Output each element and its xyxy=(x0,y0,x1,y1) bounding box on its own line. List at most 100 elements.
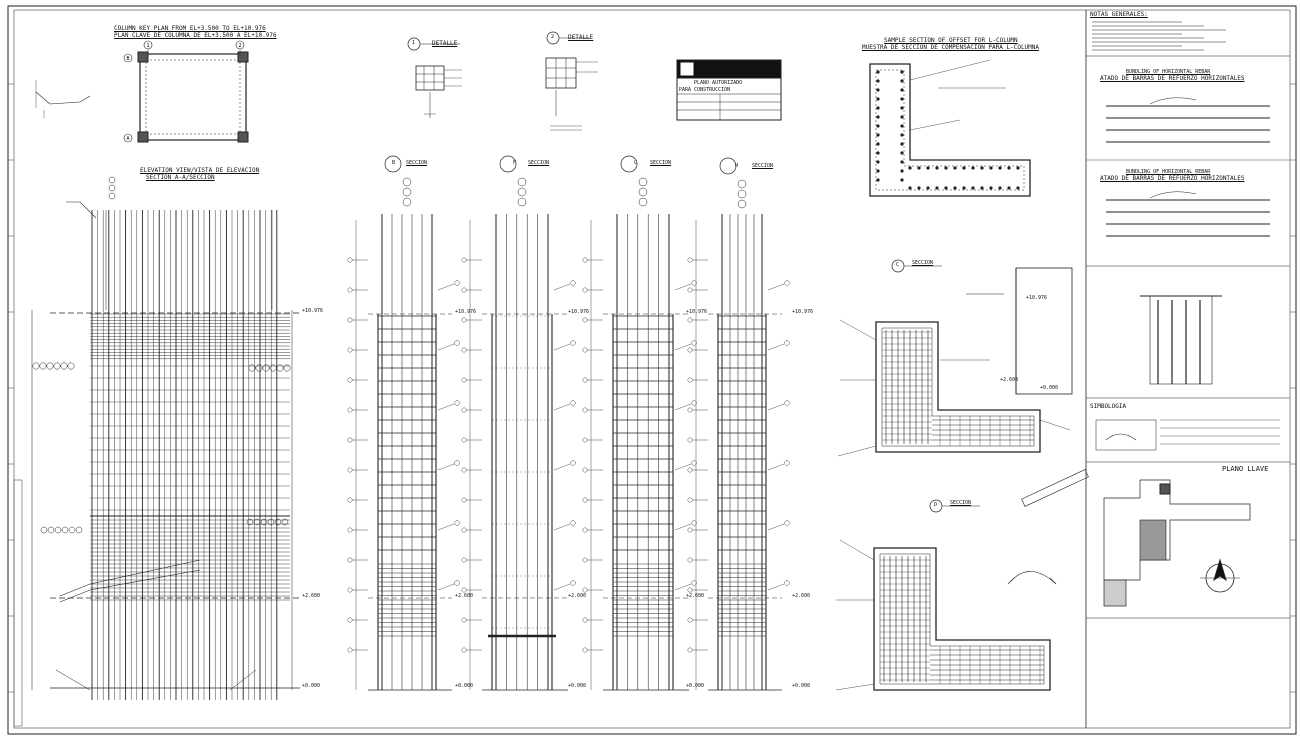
drawing-circle xyxy=(784,460,790,466)
border-ticks xyxy=(8,83,1296,693)
drawing-circle xyxy=(454,280,460,286)
drawing-circle xyxy=(570,460,576,466)
drawing-circle xyxy=(687,257,693,263)
drawing-circle xyxy=(1016,166,1020,170)
section-elev-top: +10.976 xyxy=(568,309,590,315)
drawing-circle xyxy=(900,151,904,155)
drawing-circle xyxy=(900,79,904,83)
grid-mark-2: 2 xyxy=(238,43,241,49)
drawing-circle xyxy=(570,520,576,526)
drawing-circle xyxy=(570,580,576,586)
drawing-circle xyxy=(582,527,588,533)
offset-title-es: MUESTRA DE SECCION DE COMPENSACION PARA … xyxy=(862,44,1040,51)
drawing-circle xyxy=(900,106,904,110)
drawing-circle xyxy=(962,166,966,170)
stamp-line-1: PLANO AUTORIZADO xyxy=(694,80,743,86)
drawing-circle xyxy=(582,257,588,263)
elevation-tag-top: +10.976 xyxy=(302,308,324,314)
drawing-circle xyxy=(32,362,40,370)
drawing-circle xyxy=(267,518,275,526)
notas-title: NOTAS GENERALES: xyxy=(1090,11,1148,18)
stamp-line-2: PARA CONSTRUCCION xyxy=(679,87,731,93)
key-plan-title-en: COLUMN KEY PLAN FROM EL+3.500 TO EL+10.9… xyxy=(114,25,266,32)
drawing-circle xyxy=(908,166,912,170)
drawing-circle xyxy=(900,124,904,128)
drawing-line xyxy=(767,283,785,291)
drawing-circle xyxy=(1007,186,1011,190)
drawing-circle xyxy=(402,197,412,207)
drawing-line xyxy=(767,343,785,351)
drawing-circle xyxy=(687,557,693,563)
drawing-circle xyxy=(461,617,467,623)
drawing-circle xyxy=(582,287,588,293)
section-columns xyxy=(347,155,790,691)
section-elev-base: +0.000 xyxy=(792,683,811,689)
drawing-line xyxy=(437,403,455,411)
drawing-circle xyxy=(638,197,648,207)
detail-2-number: 2 xyxy=(551,34,555,40)
drawing-circle xyxy=(402,177,412,187)
elevation-view xyxy=(31,201,300,700)
drawing-circle xyxy=(620,155,638,173)
drawing-circle xyxy=(737,199,747,209)
drawing-circle xyxy=(998,166,1002,170)
drawing-circle xyxy=(687,347,693,353)
drawing-circle xyxy=(691,580,697,586)
section-tag-letter: C xyxy=(896,262,900,268)
section-elev-mid: +2.600 xyxy=(455,593,474,599)
drawing-circle xyxy=(347,437,353,443)
drawing-circle xyxy=(517,187,527,197)
section-tag-label: SECCION xyxy=(950,500,972,506)
drawing-circle xyxy=(461,407,467,413)
drawing-circle xyxy=(461,497,467,503)
drawing-circle xyxy=(461,467,467,473)
drawing-circle xyxy=(347,497,353,503)
drawing-circle xyxy=(347,557,353,563)
drawing-circle xyxy=(900,169,904,173)
drawing-circle xyxy=(953,166,957,170)
section-elev-base: +0.000 xyxy=(686,683,705,689)
drawing-circle xyxy=(347,467,353,473)
drawing-circle xyxy=(108,192,116,200)
drawing-circle xyxy=(900,88,904,92)
bundling-1-title-en: BUNDLING OF HORIZONTAL REBAR xyxy=(1126,69,1211,75)
section-elev-top: +10.976 xyxy=(1026,295,1048,301)
section-tag-letter: B xyxy=(392,160,396,166)
drawing-circle xyxy=(953,186,957,190)
drawing-circle xyxy=(784,280,790,286)
drawing-circle xyxy=(75,526,83,534)
drawing-circle xyxy=(54,526,62,534)
drawing-circle xyxy=(61,526,69,534)
drawing-circle xyxy=(687,317,693,323)
drawing-circle xyxy=(980,166,984,170)
drawing-circle xyxy=(687,527,693,533)
drawing-circle xyxy=(246,518,254,526)
drawing-circle xyxy=(276,364,284,372)
drawing-circle xyxy=(248,364,256,372)
drawing-circle xyxy=(570,400,576,406)
elevation-title-en: ELEVATION VIEW/VISTA DE ELEVACION xyxy=(140,167,260,174)
drawing-circle xyxy=(900,70,904,74)
drawing-circle xyxy=(691,460,697,466)
drawing-circle xyxy=(876,79,880,83)
section-tag-letter: H xyxy=(735,163,739,169)
drawing-circle xyxy=(461,527,467,533)
drawing-circle xyxy=(517,177,527,187)
drawing-circle xyxy=(582,497,588,503)
plano-llave-title: PLANO LLAVE xyxy=(1222,465,1269,473)
drawing-circle xyxy=(926,166,930,170)
bundling-2-title-en: BUNDLING OF HORIZONTAL REBAR xyxy=(1126,169,1211,175)
drawing-circle xyxy=(900,178,904,182)
grid-mark-1: 1 xyxy=(146,43,149,49)
section-tag-label: SECCION xyxy=(912,260,934,266)
drawing-circle xyxy=(570,340,576,346)
drawing-circle xyxy=(691,340,697,346)
drawing-circle xyxy=(691,400,697,406)
drawing-circle xyxy=(876,88,880,92)
key-plan-title-es: PLAN CLAVE DE COLUMNA DE EL+3.500 A EL+1… xyxy=(114,32,277,39)
drawing-circle xyxy=(454,520,460,526)
column-key-plan xyxy=(35,40,249,143)
drawing-circle xyxy=(876,70,880,74)
drawing-circle xyxy=(347,257,353,263)
